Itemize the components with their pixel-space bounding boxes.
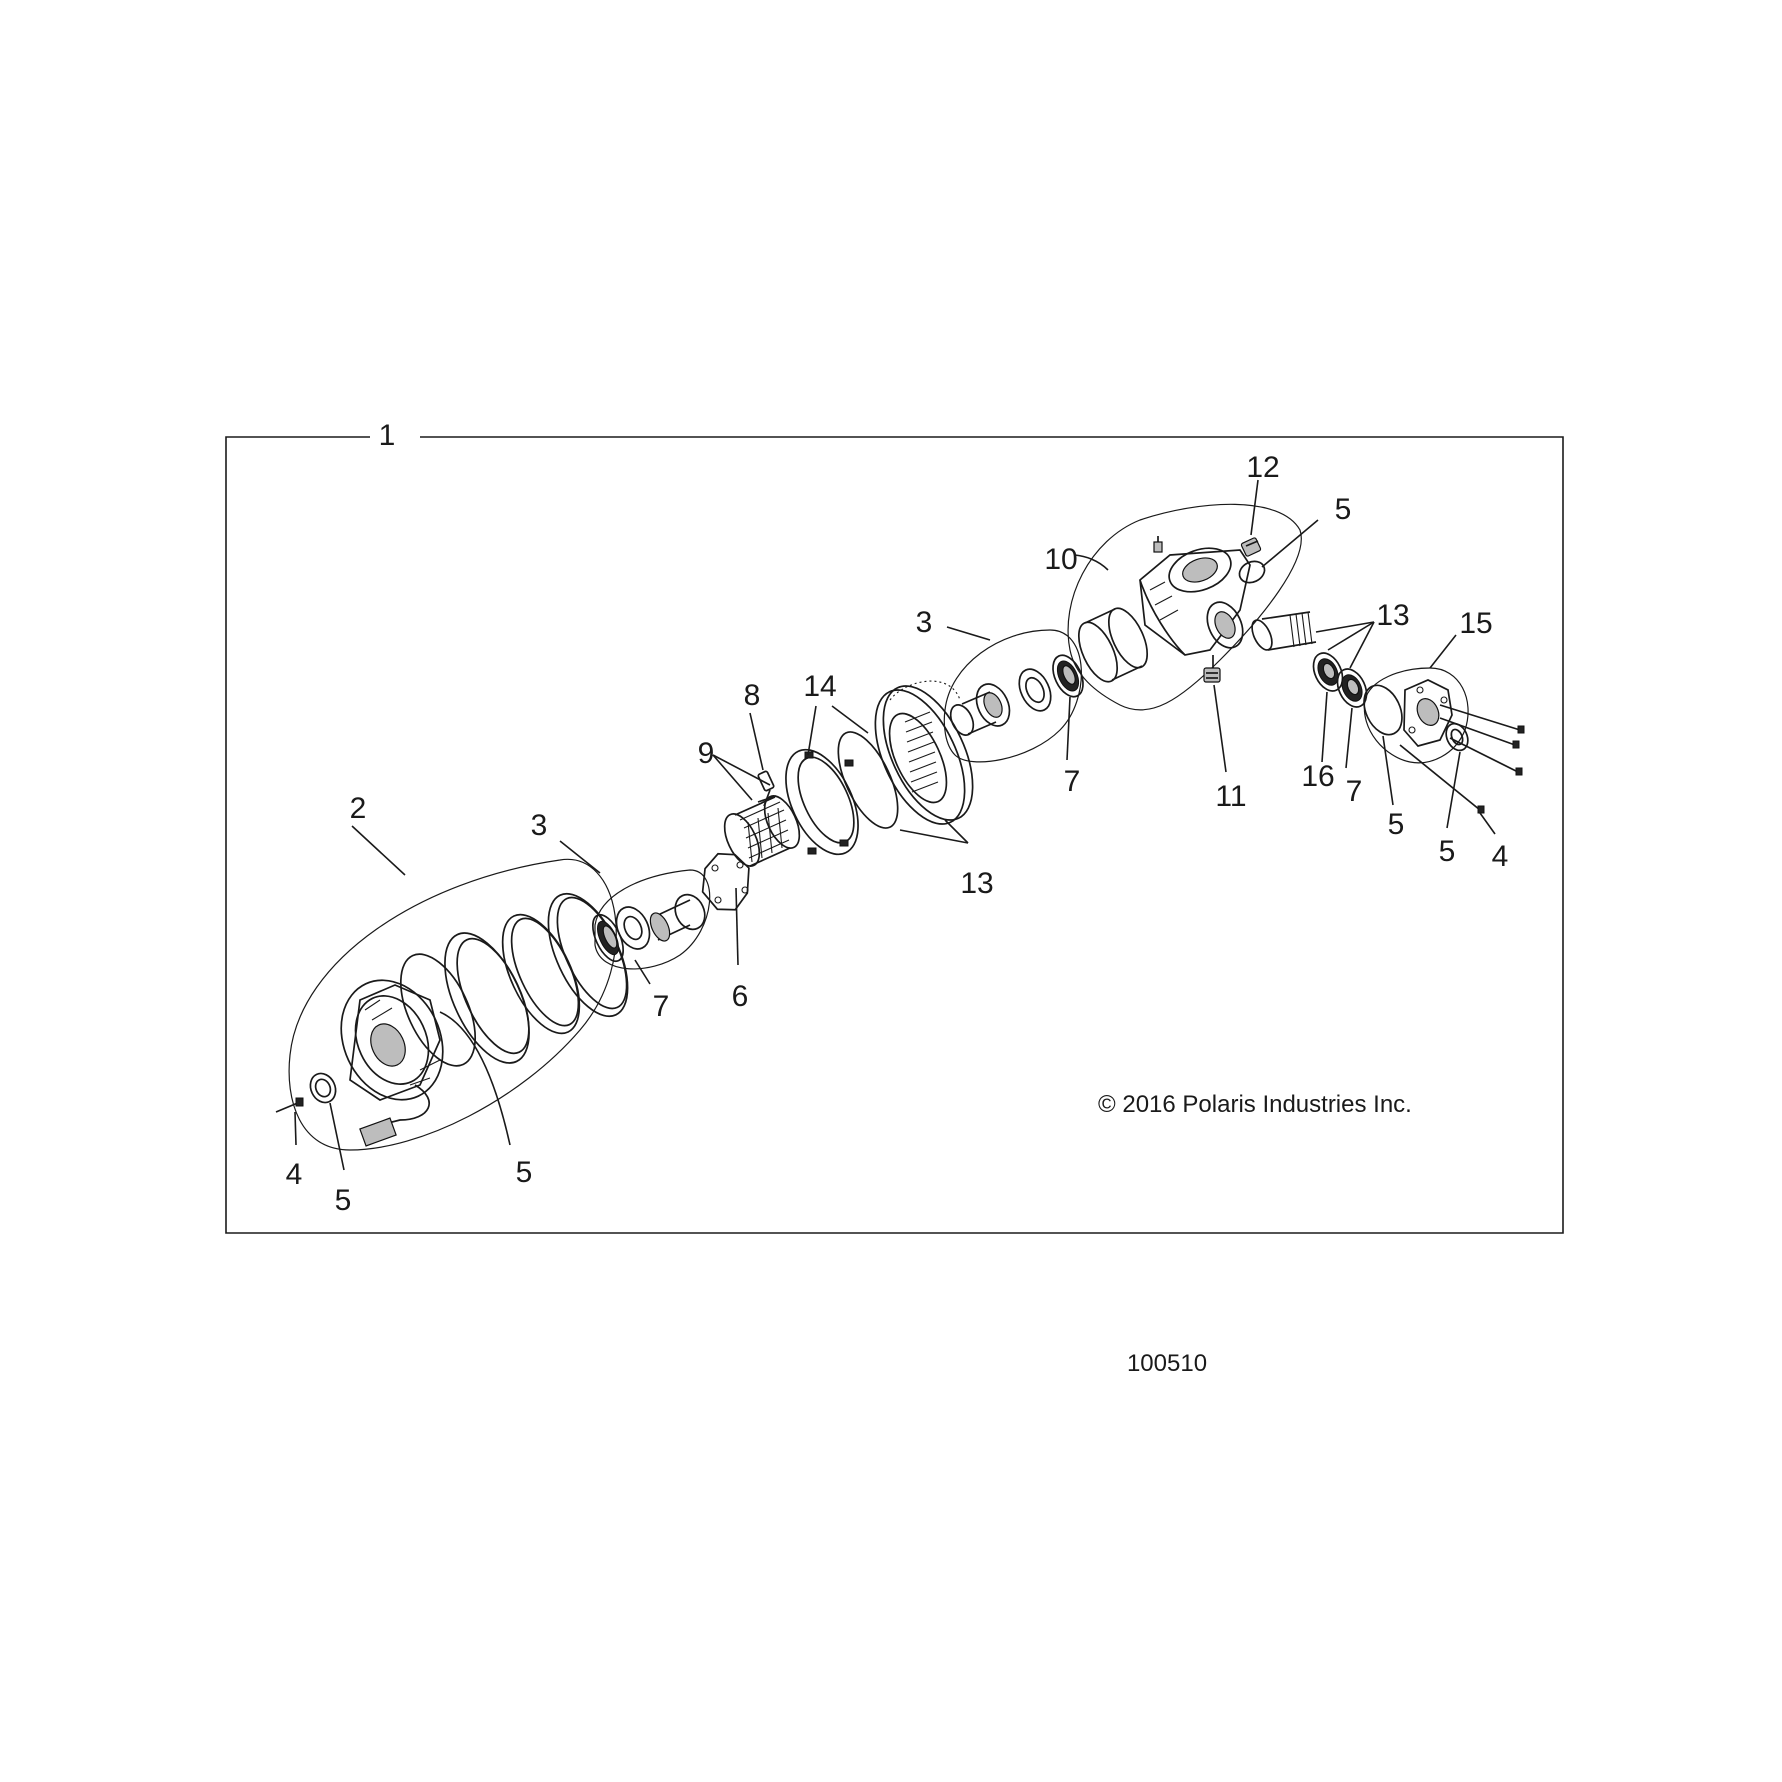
retaining-plate-part xyxy=(701,852,750,911)
roller-cage-part xyxy=(723,795,801,867)
callout-6: 6 xyxy=(732,980,749,1013)
group-outline-10 xyxy=(1067,503,1302,711)
callout-5-right-a: 5 xyxy=(1388,808,1405,841)
seal-ring-part xyxy=(309,1072,337,1104)
callout-7-right: 7 xyxy=(1346,775,1363,808)
callout-4-left: 4 xyxy=(286,1158,303,1191)
bolt-part xyxy=(275,1097,304,1113)
callout-16: 16 xyxy=(1301,760,1334,793)
group-outline-3-right xyxy=(943,629,1082,763)
callout-9: 9 xyxy=(698,737,715,770)
callout-5-left-a: 5 xyxy=(335,1184,352,1217)
leader-lines xyxy=(294,479,1496,1171)
callout-5-top: 5 xyxy=(1335,493,1352,526)
ring-gear-part xyxy=(874,680,974,825)
callout-7-mid: 7 xyxy=(1064,765,1081,798)
spring-part xyxy=(757,789,777,807)
callout-14: 14 xyxy=(803,670,836,703)
lock-ring-part xyxy=(785,748,859,856)
copyright-text: © 2016 Polaris Industries Inc. xyxy=(1098,1091,1412,1118)
group-outline-2 xyxy=(288,858,617,1151)
housing-cover-part xyxy=(340,953,477,1147)
bolts-part-right xyxy=(1399,704,1525,814)
housing-sleeve-part xyxy=(1077,607,1149,683)
figure-number: 100510 xyxy=(1127,1350,1207,1377)
pinion-shaft-part xyxy=(1251,611,1317,651)
bearing-part-16 xyxy=(1312,652,1344,692)
o-ring-part-right xyxy=(1363,684,1403,736)
callout-2: 2 xyxy=(350,792,367,825)
assembly-frame xyxy=(225,436,1564,1234)
fill-plug-part xyxy=(1240,537,1262,557)
callout-13-mid: 13 xyxy=(960,867,993,900)
callout-12: 12 xyxy=(1246,451,1279,484)
drain-plug-part xyxy=(1203,667,1221,683)
callout-3-right: 3 xyxy=(916,606,933,639)
callout-7-left: 7 xyxy=(653,990,670,1023)
o-ring-part-top xyxy=(1238,560,1266,584)
callout-15: 15 xyxy=(1459,607,1492,640)
clutch-rings-part xyxy=(444,892,629,1064)
pin-part xyxy=(757,770,775,792)
snap-ring-part xyxy=(837,731,899,829)
callout-5-left-b: 5 xyxy=(516,1156,533,1189)
callout-4-right: 4 xyxy=(1492,840,1509,873)
callout-13-right: 13 xyxy=(1376,599,1409,632)
bearing-hub-part-left xyxy=(591,893,706,963)
callout-10: 10 xyxy=(1044,543,1077,576)
bearing-hub-part-right xyxy=(949,668,1052,736)
group-outline-3-left xyxy=(594,869,711,970)
end-cover-part xyxy=(1403,679,1453,747)
callout-1: 1 xyxy=(379,419,396,452)
bearing-part-right xyxy=(1336,668,1368,708)
callout-8: 8 xyxy=(744,679,761,712)
callout-11: 11 xyxy=(1215,780,1246,813)
callout-labels: 2 3 3 4 4 5 5 5 5 5 6 7 7 7 8 9 10 11 12… xyxy=(286,451,1509,1217)
callout-5-right-b: 5 xyxy=(1439,835,1456,868)
main-housing-part xyxy=(1139,536,1251,668)
callout-3-left: 3 xyxy=(531,809,548,842)
bearing-part-mid xyxy=(1052,654,1084,698)
